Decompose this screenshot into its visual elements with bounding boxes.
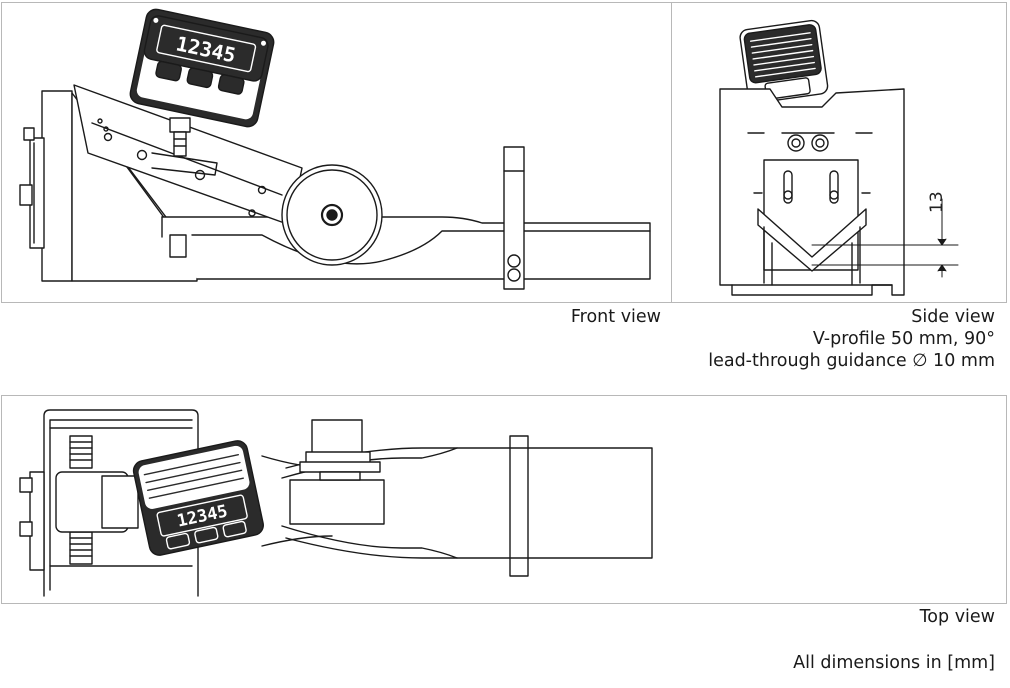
dimension-13-label: 13: [927, 191, 947, 213]
top-spring-bottom: [69, 531, 93, 565]
top-wheel-block: [289, 419, 385, 525]
side-view-panel: 13: [671, 2, 1007, 303]
top-view-drawing: 12345: [19, 409, 653, 597]
top-guide-post: [509, 435, 529, 577]
side-view-drawing: 13: [719, 19, 959, 296]
guide-post: [503, 146, 525, 290]
side-view-guidance-caption: lead-through guidance ∅ 10 mm: [708, 351, 995, 371]
front-view-drawing: 12345: [19, 8, 651, 290]
measuring-wheel: [281, 164, 383, 266]
side-view-profile-caption: V-profile 50 mm, 90°: [812, 329, 995, 349]
side-display-unit: [739, 19, 829, 104]
front-view-panel: 12345: [1, 2, 672, 303]
v-profile-rail: [161, 216, 651, 280]
display-stem: [169, 117, 191, 157]
top-view-panel: 12345: [1, 395, 1007, 604]
dimensions-note: All dimensions in [mm]: [793, 653, 995, 673]
front-view-caption: Front view: [570, 307, 661, 327]
side-bracket: [719, 88, 905, 296]
top-spring-top: [69, 435, 93, 469]
top-display-unit: 12345: [132, 440, 264, 556]
dimension-13-lines: [811, 198, 959, 278]
top-view-caption: Top view: [919, 607, 995, 627]
side-view-caption: Side view: [911, 307, 995, 327]
display-unit: 12345: [129, 8, 275, 128]
